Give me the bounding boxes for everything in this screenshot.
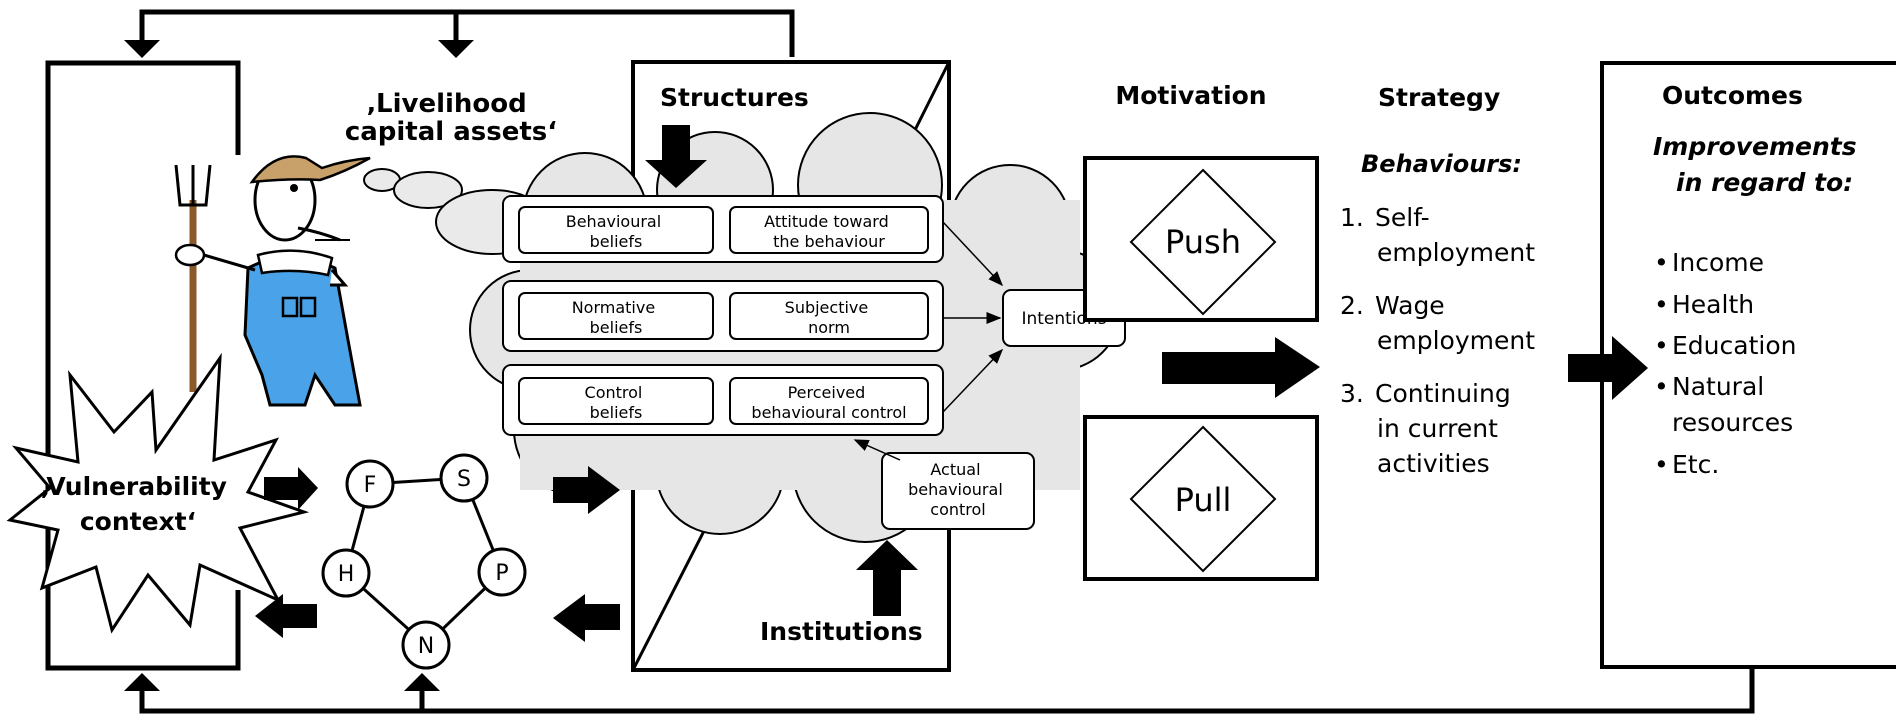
strategy-title: Strategy <box>1378 83 1500 112</box>
vulnerability-frame <box>45 60 241 671</box>
strategy-item-wage-employment: Wage <box>1375 291 1445 320</box>
block-arrows-left <box>255 466 620 642</box>
normative-beliefs-box: Normative <box>572 298 655 317</box>
institutions-label: Institutions <box>760 617 923 646</box>
top-feedback-line <box>124 9 795 58</box>
svg-text:Behavioural beliefs: Behavioural beliefs <box>566 212 667 251</box>
svg-text:•: • <box>1654 372 1669 401</box>
tpb-row-norm <box>502 280 944 352</box>
outcomes-subtitle: Improvements <box>1653 132 1857 161</box>
institutions-up-arrow <box>856 540 918 616</box>
svg-text:‚Vulnerability context‘: ‚Vulnerability context‘ <box>40 472 235 536</box>
svg-text:•: • <box>1654 290 1669 319</box>
svg-text:Actual behavioural con: Actual behavioural control <box>908 460 1008 519</box>
svg-text:3.: 3. <box>1340 379 1364 408</box>
structures-label: Structures <box>660 83 809 112</box>
svg-text:•: • <box>1654 331 1669 360</box>
svg-text:Normative beliefs: Normative beliefs <box>572 298 661 337</box>
outcome-health: Health <box>1672 290 1754 319</box>
push-diamond <box>1129 168 1277 316</box>
strategy-list: 1. Self- employment 2. Wage employment 3… <box>1340 203 1535 478</box>
farmer-illustration <box>174 155 371 407</box>
svg-text:‚Livelihood capital assets: ‚Livelihood capital assets‘ <box>345 89 557 147</box>
outcome-education: Education <box>1672 331 1796 360</box>
actual-control-box <box>881 452 1035 530</box>
strategy-item-continuing: Continuing <box>1375 379 1511 408</box>
subjective-norm-box: Subjective <box>785 298 869 317</box>
svg-text:2.: 2. <box>1340 291 1364 320</box>
control-beliefs-box: Control <box>585 383 643 402</box>
strategy-to-outcomes-arrow <box>1568 336 1648 400</box>
motivation-title: Motivation <box>1115 81 1266 110</box>
svg-text:Improvements in regard to:: Improvements in regard to: <box>1653 132 1865 197</box>
strategy-subtitle: Behaviours: <box>1361 150 1522 178</box>
pull-label: Pull <box>1175 481 1232 519</box>
svg-text:activities: activities <box>1377 449 1490 478</box>
svg-text:Attitude toward the behavi: Attitude toward the behaviour <box>764 212 894 251</box>
outcome-natural-resources: Natural <box>1672 372 1764 401</box>
motivation-to-strategy-arrow <box>1162 337 1320 398</box>
outcomes-list: • Income • Health • Education • Natural … <box>1654 248 1796 479</box>
vulnerability-starburst <box>6 352 310 634</box>
perceived-control-box: Perceived <box>788 383 866 402</box>
svg-text:Subjective norm: Subjective norm <box>785 298 874 337</box>
outcomes-title: Outcomes <box>1662 81 1803 110</box>
behavioural-beliefs-box: Behavioural <box>566 212 661 231</box>
svg-text:resources: resources <box>1672 408 1793 437</box>
tpb-row-control <box>502 364 944 436</box>
tpb-arrows <box>853 221 1004 461</box>
node-n: N <box>418 634 434 659</box>
svg-text:employment: employment <box>1377 238 1535 267</box>
svg-text:employment: employment <box>1377 326 1535 355</box>
outcome-income: Income <box>1672 248 1764 277</box>
push-label: Push <box>1165 223 1241 261</box>
outcomes-frame <box>1600 61 1896 669</box>
svg-text:in current: in current <box>1377 414 1498 443</box>
attitude-box: Attitude toward <box>764 212 889 231</box>
bottom-feedback-line <box>124 668 1755 714</box>
structures-down-arrow <box>645 125 707 188</box>
svg-text:Control beliefs: Control beliefs <box>585 383 648 422</box>
svg-text:1.: 1. <box>1340 203 1364 232</box>
node-p: P <box>495 561 508 586</box>
strategy-item-self-employment: Self- <box>1375 203 1430 232</box>
tpb-row-attitude <box>502 195 944 263</box>
node-s: S <box>457 467 471 492</box>
pull-diamond <box>1129 425 1277 573</box>
vulnerability-label: ‚Vulnerability <box>40 472 227 501</box>
svg-text:•: • <box>1654 450 1669 479</box>
capital-nodes: F S H P N <box>321 453 527 670</box>
assets-title: ‚Livelihood <box>366 89 527 119</box>
node-h: H <box>338 562 355 587</box>
svg-text:Perceived behavioural cont: Perceived behavioural control <box>751 383 906 422</box>
node-f: F <box>364 473 377 498</box>
outcome-etc: Etc. <box>1672 450 1719 479</box>
svg-text:•: • <box>1654 248 1669 277</box>
